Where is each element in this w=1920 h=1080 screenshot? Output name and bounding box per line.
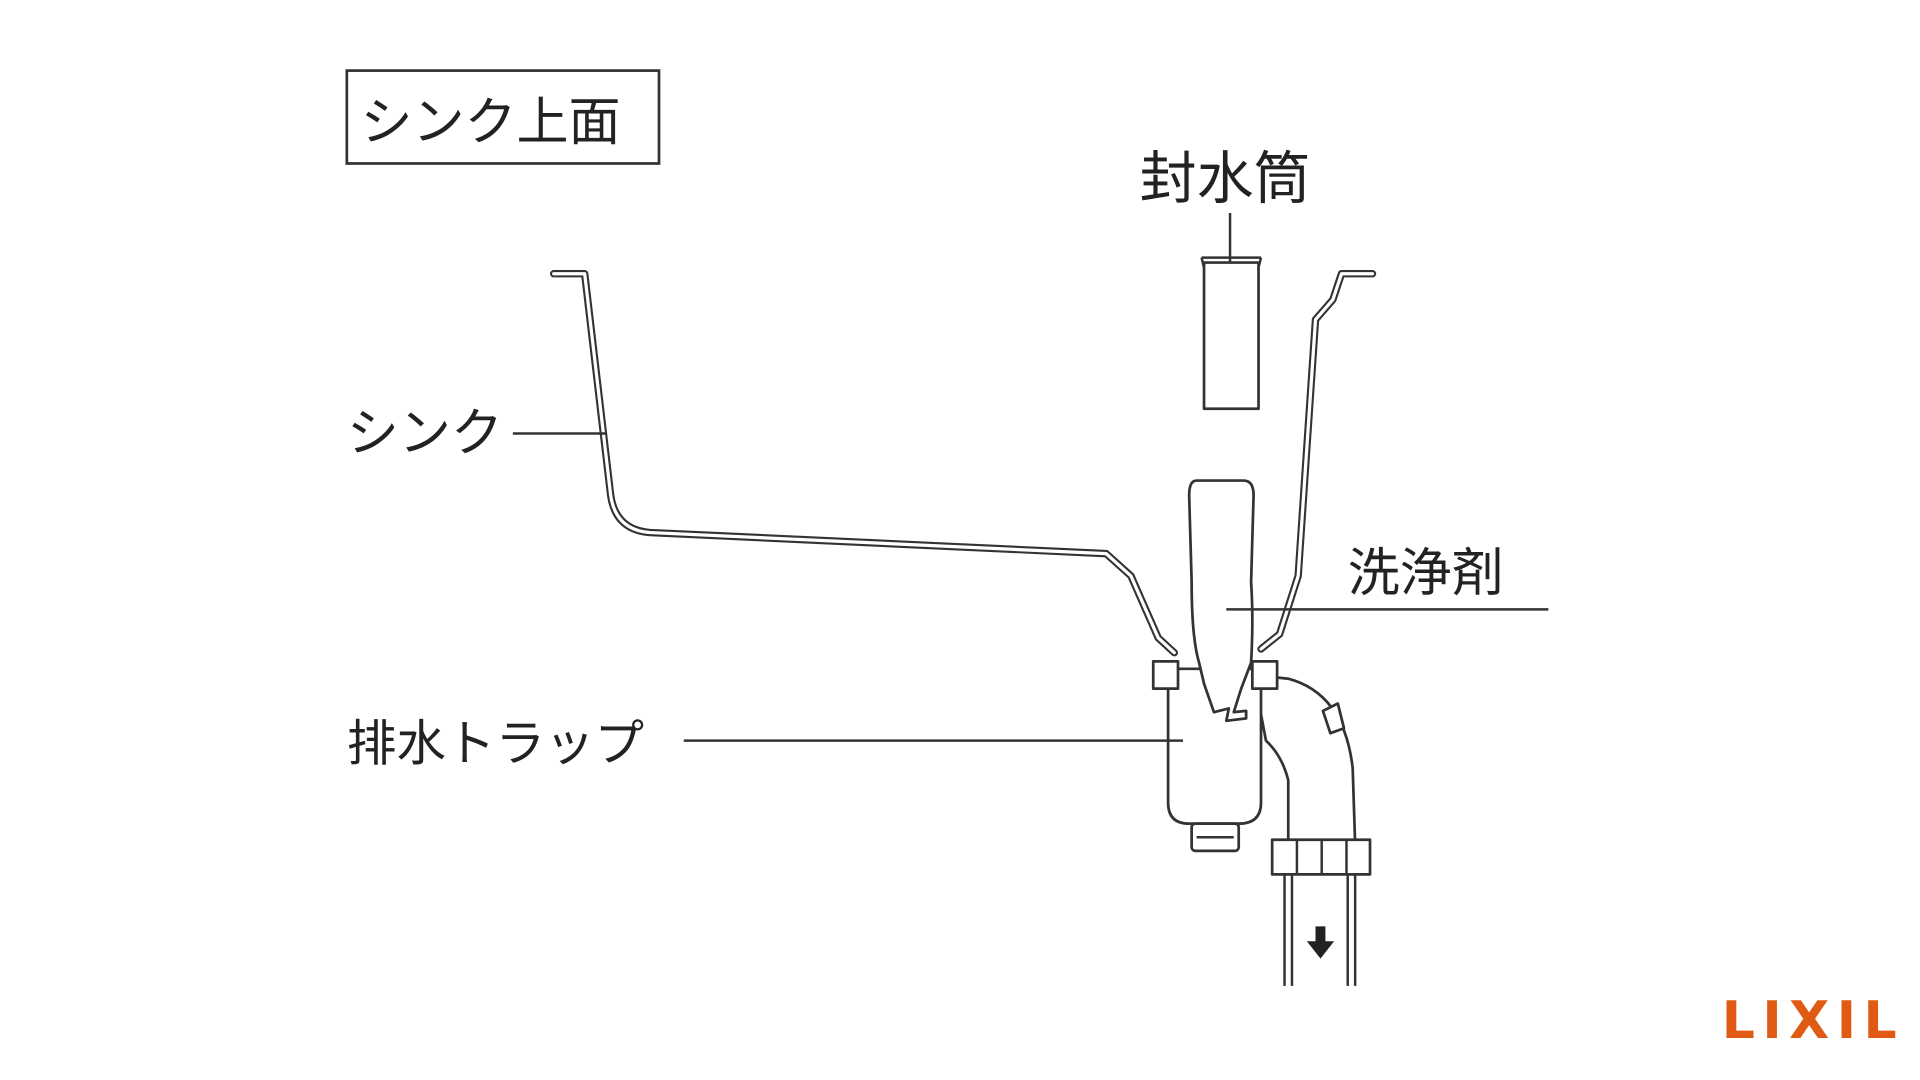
title-box: シンク上面 <box>345 69 661 165</box>
seal-tube-label: 封水筒 <box>1140 146 1311 212</box>
lixil-logo: LIXIL <box>1722 991 1904 1051</box>
detergent-label: 洗浄剤 <box>1348 544 1504 604</box>
detergent: 洗浄剤 <box>1226 544 1549 611</box>
sink: シンク <box>347 270 1377 657</box>
sink-label: シンク <box>347 404 503 464</box>
seal-tube: 封水筒 <box>1140 146 1311 411</box>
drain-trap-label: 排水トラップ <box>347 714 644 772</box>
title-box-label: シンク上面 <box>360 93 620 153</box>
drain-trap: 排水トラップ <box>347 479 1372 986</box>
flow-down-arrow-icon <box>1306 926 1335 959</box>
